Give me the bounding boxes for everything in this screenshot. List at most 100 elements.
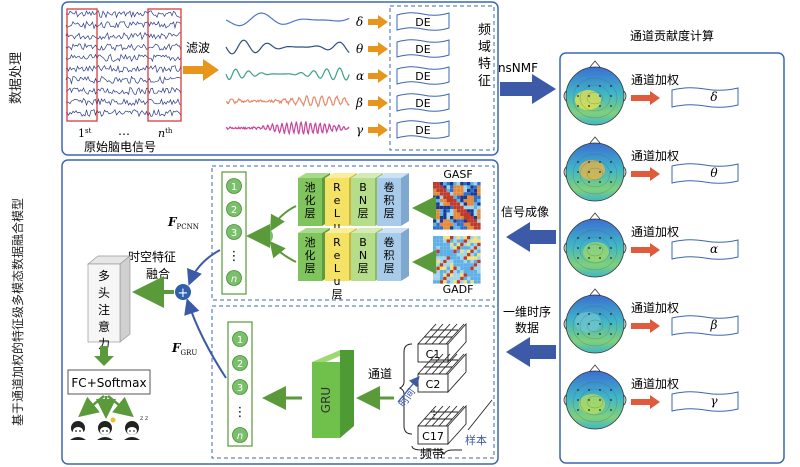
band-arrow-3 <box>368 69 388 83</box>
topomap-4 <box>563 288 627 354</box>
band-arrow-4 <box>368 96 388 110</box>
signal-imaging-label: 信号成像 <box>501 205 549 219</box>
channel-dots: … <box>118 124 130 138</box>
classifier-label: FC+Softmax <box>71 376 146 390</box>
node-label-3: 3 <box>237 383 243 394</box>
pcnn-plus-sign: + <box>260 230 271 245</box>
attention-block: 多头注意力 <box>87 255 131 351</box>
band-wave <box>225 39 350 55</box>
f-gru-label: FGRU <box>171 341 197 357</box>
freq-feature-dashed-box <box>389 5 495 151</box>
node-1 <box>232 331 248 347</box>
band-arrow-1 <box>368 15 388 29</box>
band-label-5: γ <box>356 123 364 137</box>
filter-arrow <box>183 59 219 81</box>
channel-last-label: nth <box>158 127 173 140</box>
nsnmf-arrow <box>500 74 556 104</box>
topomap-1 <box>563 60 627 126</box>
freq-feature-label: 频域特征 <box>478 23 491 89</box>
raw-trace <box>65 20 182 30</box>
weight-arrow-5 <box>631 395 660 409</box>
channel-contribution-title: 通道贡献度计算 <box>630 28 714 43</box>
node-2 <box>226 201 242 217</box>
node-3 <box>226 224 242 240</box>
raw-trace <box>65 53 182 63</box>
band-label-3: α <box>356 69 364 83</box>
pcnn-node-column <box>221 171 247 295</box>
attention-label: 多头注意力 <box>98 269 110 351</box>
band-label-2: θ <box>356 42 364 56</box>
de-box-1 <box>396 12 450 31</box>
state-face-3-icon: z z <box>124 415 148 440</box>
pcnn-to-fusion-arrow <box>187 249 221 286</box>
tensor-label-1: C1 <box>426 348 441 361</box>
de-box-2 <box>396 39 450 58</box>
band-wave <box>225 120 350 136</box>
classifier-box <box>67 369 151 395</box>
channel-brace <box>398 343 413 435</box>
node-label-2: 2 <box>237 359 243 370</box>
output-arrow-right <box>107 395 134 418</box>
node-1 <box>226 178 242 194</box>
sample-axis-label: 样本 <box>465 433 487 447</box>
fusion-plus-node <box>175 284 191 300</box>
fusion-model-side-label: 基于通道加权的特征级多模态数据融合模型 <box>10 198 25 426</box>
node-label-1: 1 <box>231 182 237 193</box>
band-wave <box>225 94 350 108</box>
data-processing-label: 数据处理 <box>9 52 24 104</box>
band-wave <box>225 12 350 27</box>
gru-label: GRU <box>319 387 333 413</box>
weight-arrow-4 <box>631 319 660 333</box>
raw-trace <box>65 97 182 107</box>
raw-trace <box>65 42 182 52</box>
pool-top-to-plus-arrow <box>270 205 297 232</box>
de-label-1: DE <box>415 16 430 29</box>
fusion-label-line2: 融合 <box>146 266 170 281</box>
node-ellipsis: ⋮ <box>234 405 247 420</box>
de-label-2: DE <box>415 43 430 56</box>
conv-layer-label-2: 卷积层 <box>384 235 395 275</box>
band-label-4: β <box>355 96 363 110</box>
weight-label-3: 通道加权 <box>631 225 679 239</box>
node-2 <box>232 355 248 371</box>
pool-layer-label-1: 池化层 <box>305 181 316 220</box>
weight-box-2 <box>671 163 739 184</box>
weight-arrow-2 <box>631 167 660 181</box>
gasf-image <box>433 182 481 230</box>
tensor-slice-3 <box>417 404 467 446</box>
f-pcnn-label: FPCNN <box>167 215 199 231</box>
one-dim-label-line2: 数据 <box>515 320 539 335</box>
filter-label: 滤波 <box>186 41 210 55</box>
node-n <box>226 270 242 286</box>
node-label-2: 2 <box>231 205 237 216</box>
gru-to-fusion-arrow <box>184 298 227 379</box>
topomap-2 <box>563 136 627 202</box>
last-channel-highlight <box>147 8 182 122</box>
gru-nodes: 123⋮n <box>232 331 248 443</box>
weight-band-2: θ <box>710 166 718 180</box>
de-label-3: DE <box>415 70 430 83</box>
nsnmf-label: nsNMF <box>498 61 538 75</box>
pcnn-dashed-box <box>211 165 495 301</box>
weight-box-4 <box>671 315 739 336</box>
channel-axis-label: 通道 <box>368 367 392 381</box>
weight-box-1 <box>671 87 739 108</box>
band-label-1: δ <box>356 15 363 29</box>
one-dim-label-line1: 一维时序 <box>503 304 551 319</box>
tensor-slice-2 <box>417 352 467 394</box>
weight-label-2: 通道加权 <box>631 149 679 163</box>
raw-eeg-traces <box>65 10 182 118</box>
band-arrow-5 <box>368 123 388 137</box>
fusion-plus-sign: + <box>178 286 189 301</box>
pcnn-nodes: 123⋮n <box>226 178 242 286</box>
tensor-label-3: C17 <box>422 430 444 443</box>
gadf-label: GADF <box>443 283 474 296</box>
gru-node-column <box>227 321 253 447</box>
band-waves <box>225 12 350 136</box>
